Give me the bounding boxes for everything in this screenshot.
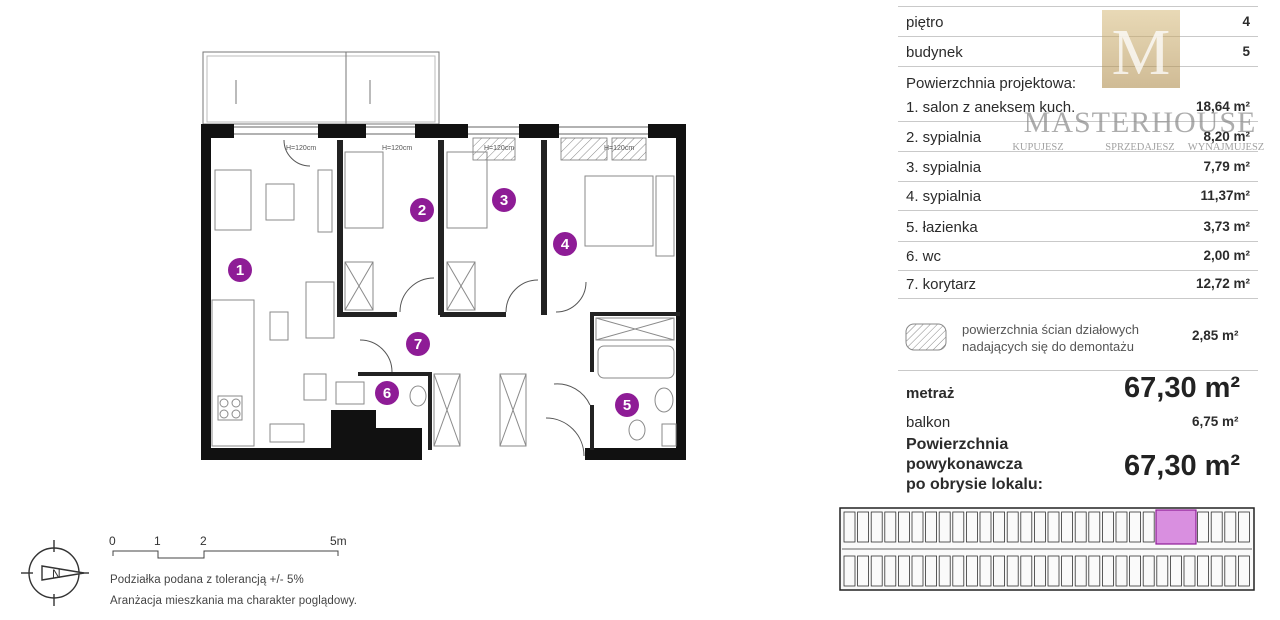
area-row-5: 5. łazienka 3,73 m² <box>898 212 1258 242</box>
building-value: 5 <box>1242 44 1250 59</box>
interior-walls <box>337 140 680 450</box>
demolition-walls <box>472 137 647 161</box>
metraz-label: metraż <box>906 385 955 402</box>
room-marker-4: 4 <box>553 232 577 256</box>
arrangement-note: Aranżacja mieszkania ma charakter pogląd… <box>110 595 358 607</box>
floor-plan: H=120cm H=120cm H=120cm H=120cm 1 2 3 4 … <box>21 51 686 606</box>
compass-icon: N <box>21 540 89 606</box>
building-key-plan <box>839 507 1255 591</box>
svg-text:6: 6 <box>383 385 391 402</box>
scale-label-0: 0 <box>109 534 116 548</box>
area-row-2: 2. sypialnia 8,20 m² <box>898 122 1258 152</box>
area-row-6: 6. wc 2,00 m² <box>898 241 1258 271</box>
area-value: 12,72 m² <box>1195 276 1250 291</box>
room-marker-7: 7 <box>406 332 430 356</box>
walls-value: 2,85 m² <box>1192 328 1239 343</box>
area-value: 2,00 m² <box>1203 248 1250 263</box>
scale-label-1: 1 <box>154 534 161 548</box>
room-marker-6: 6 <box>375 381 399 405</box>
post-label-1: Powierzchnia <box>906 436 1009 453</box>
building-label: budynek <box>906 44 963 61</box>
area-label: 2. sypialnia <box>906 129 982 146</box>
area-value: 7,79 m² <box>1203 159 1250 174</box>
divider <box>898 370 1258 371</box>
area-label: 5. łazienka <box>906 219 978 236</box>
outer-walls <box>201 124 686 460</box>
floor-row: piętro 4 <box>898 6 1258 37</box>
building-row: budynek 5 <box>898 37 1258 67</box>
tolerance-note: Podziałka podana z tolerancją +/- 5% <box>110 574 304 586</box>
scale-label-5: 5m <box>330 534 347 548</box>
furniture <box>211 151 677 447</box>
svg-text:5: 5 <box>623 397 631 414</box>
area-label: 7. korytarz <box>906 276 977 293</box>
area-label: 3. sypialnia <box>906 159 982 176</box>
window-height-label: H=120cm <box>286 145 316 152</box>
svg-text:4: 4 <box>561 236 570 253</box>
window-height-label: H=120cm <box>382 145 412 152</box>
scale-label-2: 2 <box>200 534 207 548</box>
svg-text:7: 7 <box>414 336 422 353</box>
area-value: 11,37m² <box>1200 188 1250 203</box>
floor-value: 4 <box>1242 14 1250 29</box>
window-height-label: H=120cm <box>484 145 514 152</box>
walls-label-2: nadających się do demontażu <box>962 339 1135 354</box>
hatch-legend-icon <box>905 323 947 351</box>
area-row-1: 1. salon z aneksem kuch. 18,64 m² <box>898 92 1258 122</box>
area-value: 8,20 m² <box>1203 129 1250 144</box>
scale-bar <box>112 550 339 559</box>
room-marker-1: 1 <box>228 258 252 282</box>
walls-label-1: powierzchnia ścian działowych <box>962 322 1140 337</box>
svg-text:N: N <box>52 567 61 581</box>
design-area-heading: Powierzchnia projektowa: <box>906 75 1077 92</box>
area-label: 6. wc <box>906 248 942 265</box>
area-label: 4. sypialnia <box>906 188 982 205</box>
area-label: 1. salon z aneksem kuch. <box>906 99 1076 116</box>
room-marker-5: 5 <box>615 393 639 417</box>
svg-text:1: 1 <box>236 262 244 279</box>
post-label-2: powykonawcza <box>906 456 1023 473</box>
doors <box>283 139 591 457</box>
apartment-highlight <box>1155 509 1197 545</box>
svg-text:2: 2 <box>418 202 426 219</box>
area-value: 3,73 m² <box>1203 219 1250 234</box>
area-row-3: 3. sypialnia 7,79 m² <box>898 152 1258 182</box>
balkon-value: 6,75 m² <box>1192 414 1239 429</box>
svg-text:3: 3 <box>500 192 508 209</box>
metraz-value: 67,30 m² <box>1124 372 1241 404</box>
windows <box>234 126 648 135</box>
floor-label: piętro <box>906 14 944 31</box>
room-marker-3: 3 <box>492 188 516 212</box>
area-value: 18,64 m² <box>1195 99 1250 114</box>
balcony <box>202 51 440 125</box>
post-value: 67,30 m² <box>1124 450 1241 482</box>
window-height-label: H=120cm <box>604 145 634 152</box>
area-row-7: 7. korytarz 12,72 m² <box>898 269 1258 299</box>
post-label-3: po obrysie lokalu: <box>906 476 1043 493</box>
balkon-label: balkon <box>906 414 951 431</box>
area-row-4: 4. sypialnia 11,37m² <box>898 181 1258 211</box>
room-marker-2: 2 <box>410 198 434 222</box>
